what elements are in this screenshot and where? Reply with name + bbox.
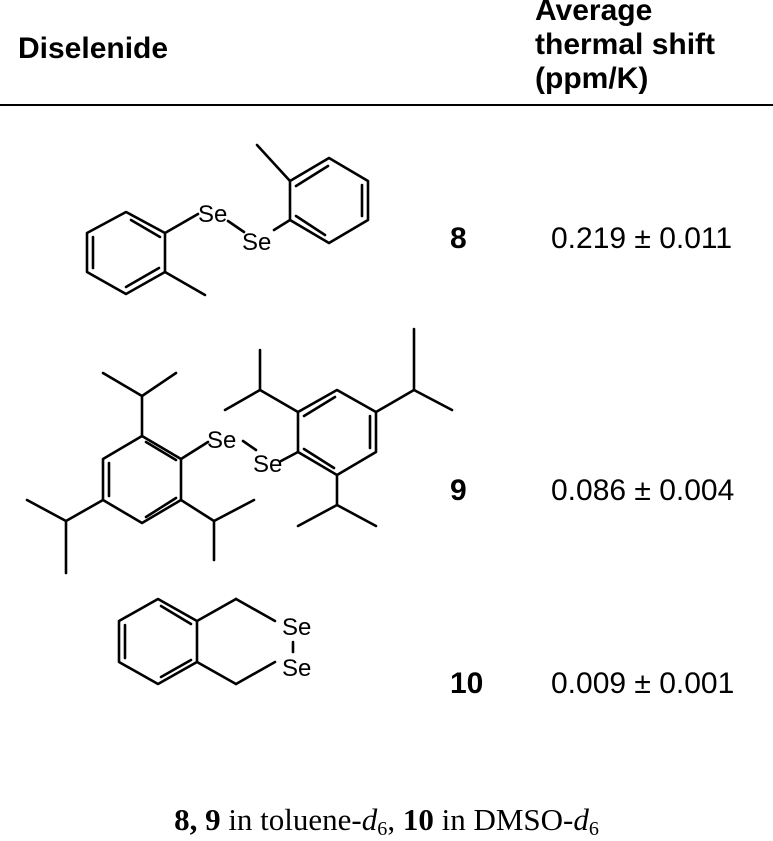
caption-italic: d [361,802,378,837]
caption-subscript: 6 [377,818,388,841]
compound-number: 10 [450,667,484,700]
caption-compounds: 8, 9 [174,802,221,837]
header-line-1: Average [535,0,653,27]
caption-text: , [387,802,403,837]
thermal-shift-value: 0.086 ± 0.004 [551,474,735,507]
caption: 8, 9 in toluene-d6, 10 in DMSO-d6 [0,802,773,841]
caption-text: in toluene- [220,802,362,837]
caption-compound: 10 [402,802,434,837]
structure-8 [85,143,370,297]
atom-se: Se [242,229,271,256]
atom-se: Se [253,451,282,478]
column-header-thermal-shift: Average thermal shift (ppm/K) [535,0,715,96]
atom-se: Se [198,201,227,228]
caption-italic: d [573,802,589,837]
header-line-3: (ppm/K) [535,62,649,95]
thermal-shift-value: 0.009 ± 0.001 [551,667,735,700]
header-rule [0,104,773,106]
atom-se: Se [282,655,311,682]
caption-subscript: 6 [588,818,599,841]
column-header-diselenide: Diselenide [18,32,169,65]
structure-10 [117,597,295,686]
chemical-structures: Se Se Se Se Se Se [25,143,454,686]
header-line-2: thermal shift [535,28,716,61]
atom-se: Se [207,427,236,454]
structure-9 [25,327,454,575]
caption-text: in DMSO- [433,802,574,837]
thermal-shift-value: 0.219 ± 0.011 [551,222,733,255]
compound-number: 8 [450,222,467,255]
compound-number: 9 [450,474,467,507]
atom-se: Se [282,614,311,641]
